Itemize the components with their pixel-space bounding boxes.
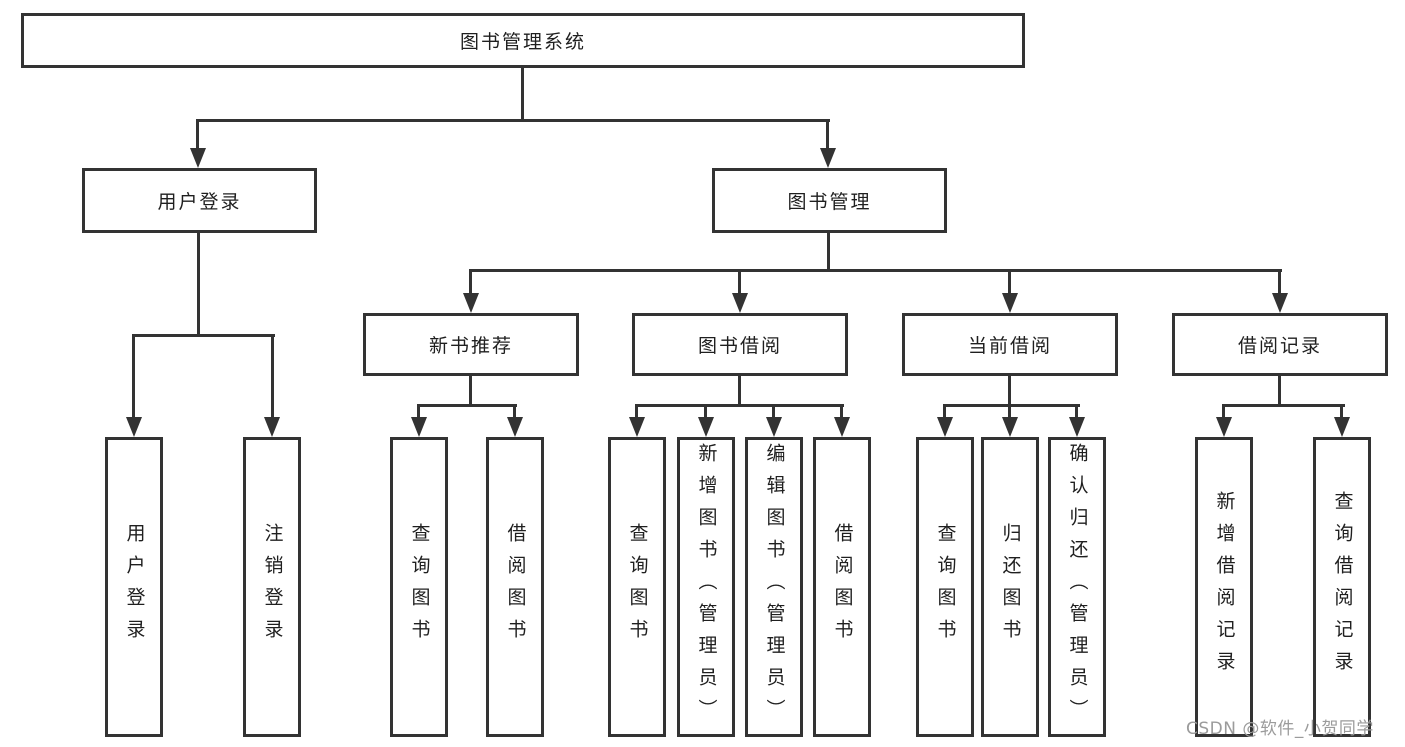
edge-line bbox=[271, 334, 274, 419]
edge-arrowhead bbox=[463, 293, 479, 313]
node-label: 查询图书 bbox=[626, 523, 649, 651]
edge-arrowhead bbox=[507, 417, 523, 437]
node-new-book-recommend: 新书推荐 bbox=[363, 313, 579, 376]
node-current-borrow: 当前借阅 bbox=[902, 313, 1118, 376]
edge-arrowhead bbox=[1216, 417, 1232, 437]
edge-line bbox=[635, 404, 844, 407]
edge-line bbox=[469, 269, 1282, 272]
edge-arrowhead bbox=[629, 417, 645, 437]
edge-arrowhead bbox=[820, 148, 836, 168]
edge-line bbox=[738, 376, 741, 407]
node-library-system: 图书管理系统 bbox=[21, 13, 1025, 68]
node-book-borrow: 图书借阅 bbox=[632, 313, 848, 376]
edge-line bbox=[196, 119, 199, 150]
edge-line bbox=[132, 334, 135, 419]
edge-arrowhead bbox=[1002, 417, 1018, 437]
edge-line bbox=[417, 404, 420, 419]
leaf-return-book: 归还图书 bbox=[981, 437, 1039, 737]
edge-arrowhead bbox=[411, 417, 427, 437]
node-label: 用户登录 bbox=[157, 191, 242, 213]
leaf-user-login: 用户登录 bbox=[105, 437, 163, 737]
edge-arrowhead bbox=[834, 417, 850, 437]
edge-arrowhead bbox=[264, 417, 280, 437]
edge-line bbox=[1278, 269, 1281, 295]
node-label: 图书管理系统 bbox=[459, 31, 586, 53]
edge-line bbox=[635, 404, 638, 419]
node-label: 归还图书 bbox=[999, 523, 1022, 651]
leaf-borrow-book-recommend: 借阅图书 bbox=[486, 437, 544, 737]
node-label: 查询图书 bbox=[934, 523, 957, 651]
edge-line bbox=[417, 404, 517, 407]
node-label: 借阅图书 bbox=[504, 523, 527, 651]
edge-arrowhead bbox=[937, 417, 953, 437]
edge-line bbox=[196, 119, 830, 122]
node-label: 图书借阅 bbox=[697, 335, 782, 357]
edge-line bbox=[132, 334, 275, 337]
edge-line bbox=[738, 269, 741, 295]
edge-line bbox=[1008, 269, 1011, 295]
node-label: 用户登录 bbox=[123, 523, 146, 651]
leaf-add-book-admin: 新增图书（管理员） bbox=[677, 437, 735, 737]
edge-line bbox=[827, 233, 830, 272]
node-label: 查询图书 bbox=[408, 523, 431, 651]
node-label: 确认归还（管理员） bbox=[1066, 443, 1089, 731]
leaf-confirm-return-admin: 确认归还（管理员） bbox=[1048, 437, 1106, 737]
leaf-query-book-recommend: 查询图书 bbox=[390, 437, 448, 737]
node-label: 借阅记录 bbox=[1237, 335, 1322, 357]
edge-line bbox=[943, 404, 1080, 407]
node-label: 注销登录 bbox=[261, 523, 284, 651]
edge-line bbox=[469, 269, 472, 295]
edge-arrowhead bbox=[1334, 417, 1350, 437]
edge-line bbox=[513, 404, 516, 419]
edge-line bbox=[772, 404, 775, 419]
leaf-query-book-borrow: 查询图书 bbox=[608, 437, 666, 737]
node-label: 新增借阅记录 bbox=[1213, 491, 1236, 683]
edge-line bbox=[469, 376, 472, 407]
leaf-query-borrow-record: 查询借阅记录 bbox=[1313, 437, 1371, 737]
node-label: 新增图书（管理员） bbox=[695, 443, 718, 731]
edge-arrowhead bbox=[190, 148, 206, 168]
edge-line bbox=[1222, 404, 1345, 407]
edge-arrowhead bbox=[1069, 417, 1085, 437]
edge-arrowhead bbox=[1272, 293, 1288, 313]
edge-line bbox=[826, 119, 829, 150]
edge-line bbox=[521, 68, 524, 122]
node-book-management: 图书管理 bbox=[712, 168, 947, 233]
node-label: 编辑图书（管理员） bbox=[763, 443, 786, 731]
edge-arrowhead bbox=[126, 417, 142, 437]
node-label: 图书管理 bbox=[787, 191, 872, 213]
leaf-query-book-current: 查询图书 bbox=[916, 437, 974, 737]
node-user-login: 用户登录 bbox=[82, 168, 317, 233]
edge-line bbox=[1075, 404, 1078, 419]
csdn-watermark: CSDN @软件_小贺同学 bbox=[1186, 719, 1374, 739]
edge-line bbox=[1340, 404, 1343, 419]
leaf-logout: 注销登录 bbox=[243, 437, 301, 737]
edge-arrowhead bbox=[766, 417, 782, 437]
leaf-borrow-book: 借阅图书 bbox=[813, 437, 871, 737]
edge-line bbox=[197, 233, 200, 337]
edge-arrowhead bbox=[1002, 293, 1018, 313]
leaf-edit-book-admin: 编辑图书（管理员） bbox=[745, 437, 803, 737]
node-label: 新书推荐 bbox=[428, 335, 513, 357]
edge-line bbox=[1278, 376, 1281, 407]
edge-line bbox=[1008, 376, 1011, 407]
edge-line bbox=[704, 404, 707, 419]
edge-line bbox=[840, 404, 843, 419]
edge-line bbox=[1222, 404, 1225, 419]
edge-arrowhead bbox=[732, 293, 748, 313]
node-label: 查询借阅记录 bbox=[1331, 491, 1354, 683]
edge-line bbox=[1008, 404, 1011, 419]
edge-arrowhead bbox=[698, 417, 714, 437]
node-label: 当前借阅 bbox=[967, 335, 1052, 357]
node-label: 借阅图书 bbox=[831, 523, 854, 651]
edge-line bbox=[943, 404, 946, 419]
node-borrow-record: 借阅记录 bbox=[1172, 313, 1388, 376]
leaf-add-borrow-record: 新增借阅记录 bbox=[1195, 437, 1253, 737]
